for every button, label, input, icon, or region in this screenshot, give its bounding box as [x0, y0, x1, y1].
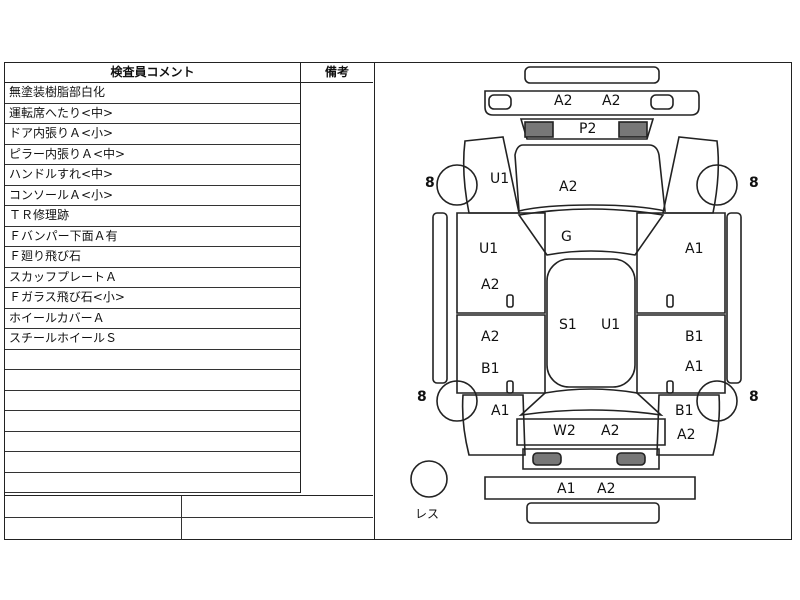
notes-header: 備考 — [301, 63, 373, 83]
code-right-rear-door-2: A1 — [685, 359, 704, 375]
code-left-rear-door-2: B1 — [481, 361, 500, 377]
grille-left-hatch — [524, 121, 554, 138]
code-left-rear-door-1: A2 — [481, 329, 500, 345]
footer-divider — [181, 496, 182, 540]
spare-tyre — [410, 460, 448, 498]
comment-row — [5, 391, 300, 411]
code-rear-bumper-left: A1 — [557, 481, 576, 497]
comment-row: スカッフプレートＡ — [5, 268, 300, 288]
code-front-bumper-left: A2 — [554, 93, 573, 109]
tyre-rear-right — [696, 380, 738, 422]
comment-list: 無塗装樹脂部白化 運転席へたり<中> ドア内張りＡ<小> ピラー内張りＡ<中> … — [5, 83, 301, 493]
code-trunk-left: W2 — [553, 423, 576, 439]
footer-row — [5, 496, 373, 518]
code-right-front-door: A1 — [685, 241, 704, 257]
car-outline — [410, 66, 742, 524]
code-front-bumper-right: A2 — [602, 93, 621, 109]
code-hood: A2 — [559, 179, 578, 195]
tyre-front-left — [436, 164, 478, 206]
left-rear-door — [456, 314, 546, 394]
rear-bumper — [484, 476, 696, 500]
front-left-lamp — [488, 94, 512, 110]
tyre-tread-rear-right: 8 — [749, 389, 759, 405]
grille-right-hatch — [618, 121, 648, 138]
comment-row: ドア内張りＡ<小> — [5, 124, 300, 145]
right-front-door — [636, 212, 726, 314]
comment-row: Ｆバンパー下面Ａ有 — [5, 227, 300, 247]
comment-row: ハンドルすれ<中> — [5, 165, 300, 186]
comment-row — [5, 432, 300, 452]
left-front-handle — [506, 294, 514, 308]
code-front-grille: P2 — [579, 121, 597, 137]
comment-row: 無塗装樹脂部白化 — [5, 83, 300, 104]
tyre-tread-rear-left: 8 — [417, 389, 427, 405]
footer-row — [5, 518, 373, 540]
rear-left-lamp — [532, 452, 562, 466]
rear-bumper-upper — [522, 448, 660, 470]
comment-row — [5, 473, 300, 493]
rear-plate — [526, 502, 660, 524]
code-left-front-door-1: U1 — [479, 241, 499, 257]
comment-row: ピラー内張りＡ<中> — [5, 145, 300, 165]
code-left-rear-fender: A1 — [491, 403, 510, 419]
car-damage-diagram: A2 A2 P2 U1 A2 G U1 A2 A1 S1 U1 A2 B1 B1… — [377, 63, 791, 539]
right-front-handle — [666, 294, 674, 308]
comment-row: Ｆ廻り飛び石 — [5, 247, 300, 268]
comment-row: スチールホイールＳ — [5, 329, 300, 350]
trunk — [516, 418, 666, 446]
tyre-tread-front-right: 8 — [749, 175, 759, 191]
comment-row: ＴＲ修理跡 — [5, 206, 300, 227]
right-rear-door — [636, 314, 726, 394]
sheet-footer — [5, 495, 373, 540]
right-rear-fender — [656, 394, 721, 456]
right-front-fender — [662, 136, 720, 214]
code-right-rear-fender-2: A2 — [677, 427, 696, 443]
rear-window — [518, 388, 664, 417]
hood — [514, 144, 666, 213]
comment-row — [5, 350, 300, 370]
inspection-sheet: 検査員コメント 備考 無塗装樹脂部白化 運転席へたり<中> ドア内張りＡ<小> … — [4, 62, 792, 540]
comment-panel: 検査員コメント 備考 無塗装樹脂部白化 運転席へたり<中> ドア内張りＡ<小> … — [5, 63, 375, 540]
left-rear-handle — [506, 380, 514, 394]
front-plate — [524, 66, 660, 84]
right-rear-handle — [666, 380, 674, 394]
code-windshield: G — [561, 229, 572, 245]
code-roof-left: S1 — [559, 317, 577, 333]
windshield — [517, 208, 665, 256]
code-right-rear-fender-1: B1 — [675, 403, 694, 419]
left-front-door — [456, 212, 546, 314]
roof — [546, 258, 636, 388]
comment-row: ホイールカバーＡ — [5, 309, 300, 329]
comment-header: 検査員コメント — [5, 63, 301, 83]
code-left-front-fender: U1 — [490, 171, 510, 187]
tyre-rear-left — [436, 380, 478, 422]
front-right-lamp — [650, 94, 674, 110]
code-trunk-right: A2 — [601, 423, 620, 439]
code-rear-bumper-right: A2 — [597, 481, 616, 497]
left-rear-fender — [461, 394, 526, 456]
comment-row — [5, 370, 300, 391]
comment-row — [5, 411, 300, 432]
comment-row — [5, 452, 300, 473]
notes-column — [301, 83, 373, 493]
code-left-front-door-2: A2 — [481, 277, 500, 293]
comment-row: 運転席へたり<中> — [5, 104, 300, 124]
tyre-front-right — [696, 164, 738, 206]
code-roof-right: U1 — [601, 317, 621, 333]
comment-row: Ｆガラス飛び石<小> — [5, 288, 300, 309]
comment-row: コンソールＡ<小> — [5, 186, 300, 206]
right-side-sill — [726, 212, 742, 384]
front-bumper — [484, 90, 700, 116]
tyre-tread-front-left: 8 — [425, 175, 435, 191]
spare-tyre-label: レス — [415, 507, 440, 521]
code-right-rear-door-1: B1 — [685, 329, 704, 345]
rear-right-lamp — [616, 452, 646, 466]
left-side-sill — [432, 212, 448, 384]
